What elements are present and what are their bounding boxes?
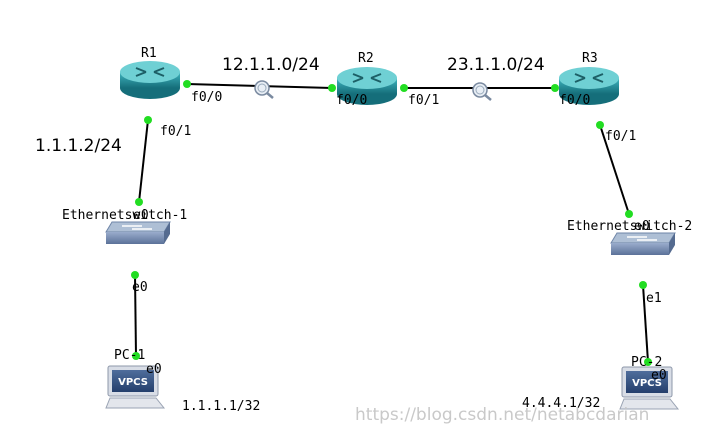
link-r3-sw2[interactable] xyxy=(599,124,630,215)
switch-ethernetswitch-2[interactable] xyxy=(610,232,676,255)
router-r1[interactable] xyxy=(120,61,180,99)
port-label-sw2-e1: e1 xyxy=(646,291,662,306)
capture-icon-r1-r2[interactable] xyxy=(254,80,274,99)
port-label-r2-f00: f0/0 xyxy=(336,93,367,108)
port-dot xyxy=(625,210,633,218)
pc-ip-1: 1.1.1.1/32 xyxy=(182,399,260,414)
vpcs-badge: VPCS xyxy=(118,377,148,388)
vpcs-badge: VPCS xyxy=(632,378,662,389)
port-dot xyxy=(183,80,191,88)
switch-name-1: Ethernetswitch-1 xyxy=(62,208,187,223)
router-name-r3: R3 xyxy=(582,51,598,66)
port-label-r1-f01: f0/1 xyxy=(160,124,191,139)
router-name-r2: R2 xyxy=(358,51,374,66)
links xyxy=(134,83,649,363)
port-label-pc1-e0: e0 xyxy=(146,362,162,377)
port-dot xyxy=(644,358,652,366)
network-label-r2-r3: 23.1.1.0/24 xyxy=(447,55,545,75)
router-r3[interactable] xyxy=(559,67,619,105)
switch-overlap-port-2: e0 xyxy=(634,219,650,234)
port-label-sw1-e0: e0 xyxy=(132,280,148,295)
watermark: https://blog.csdn.net/netabcdarian xyxy=(355,405,649,425)
switch-name-2: Ethernetswitch-2 xyxy=(567,219,692,234)
router-r2[interactable] xyxy=(337,67,397,105)
pc-ip-2: 4.4.4.1/32 xyxy=(522,396,600,411)
port-dot xyxy=(596,121,604,129)
port-dot xyxy=(400,84,408,92)
port-dot xyxy=(328,84,336,92)
link-sw2-pc2[interactable] xyxy=(642,284,649,363)
port-label-r2-f01: f0/1 xyxy=(408,93,439,108)
port-dot xyxy=(131,271,139,279)
network-label-r1-lan: 1.1.1.2/24 xyxy=(35,136,122,156)
switch-ethernetswitch-1[interactable] xyxy=(105,221,171,244)
port-label-r3-f00: f0/0 xyxy=(559,93,590,108)
pc-name-2: PC-2 xyxy=(631,355,662,370)
port-label-r3-f01: f0/1 xyxy=(605,129,636,144)
port-dot xyxy=(144,116,152,124)
switch-icon xyxy=(610,232,676,244)
port-dot xyxy=(639,281,647,289)
pc-1[interactable]: VPCS xyxy=(105,365,166,409)
port-dots xyxy=(131,80,652,366)
pc-name-1: PC-1 xyxy=(114,348,145,363)
router-name-r1: R1 xyxy=(141,46,157,61)
pc-2[interactable]: VPCS xyxy=(619,366,680,410)
port-dot xyxy=(135,198,143,206)
port-label-pc2-e0: e0 xyxy=(651,368,667,383)
port-dot xyxy=(551,84,559,92)
switch-icon xyxy=(105,221,171,233)
link-r1-sw1[interactable] xyxy=(138,119,149,203)
port-dot xyxy=(132,352,140,360)
network-label-r1-r2: 12.1.1.0/24 xyxy=(222,55,320,75)
switch-overlap-port-1: e0 xyxy=(133,208,149,223)
port-label-r1-f00: f0/0 xyxy=(191,90,222,105)
capture-icon-r2-r3[interactable] xyxy=(472,82,492,101)
link-sw1-pc1[interactable] xyxy=(134,274,137,357)
